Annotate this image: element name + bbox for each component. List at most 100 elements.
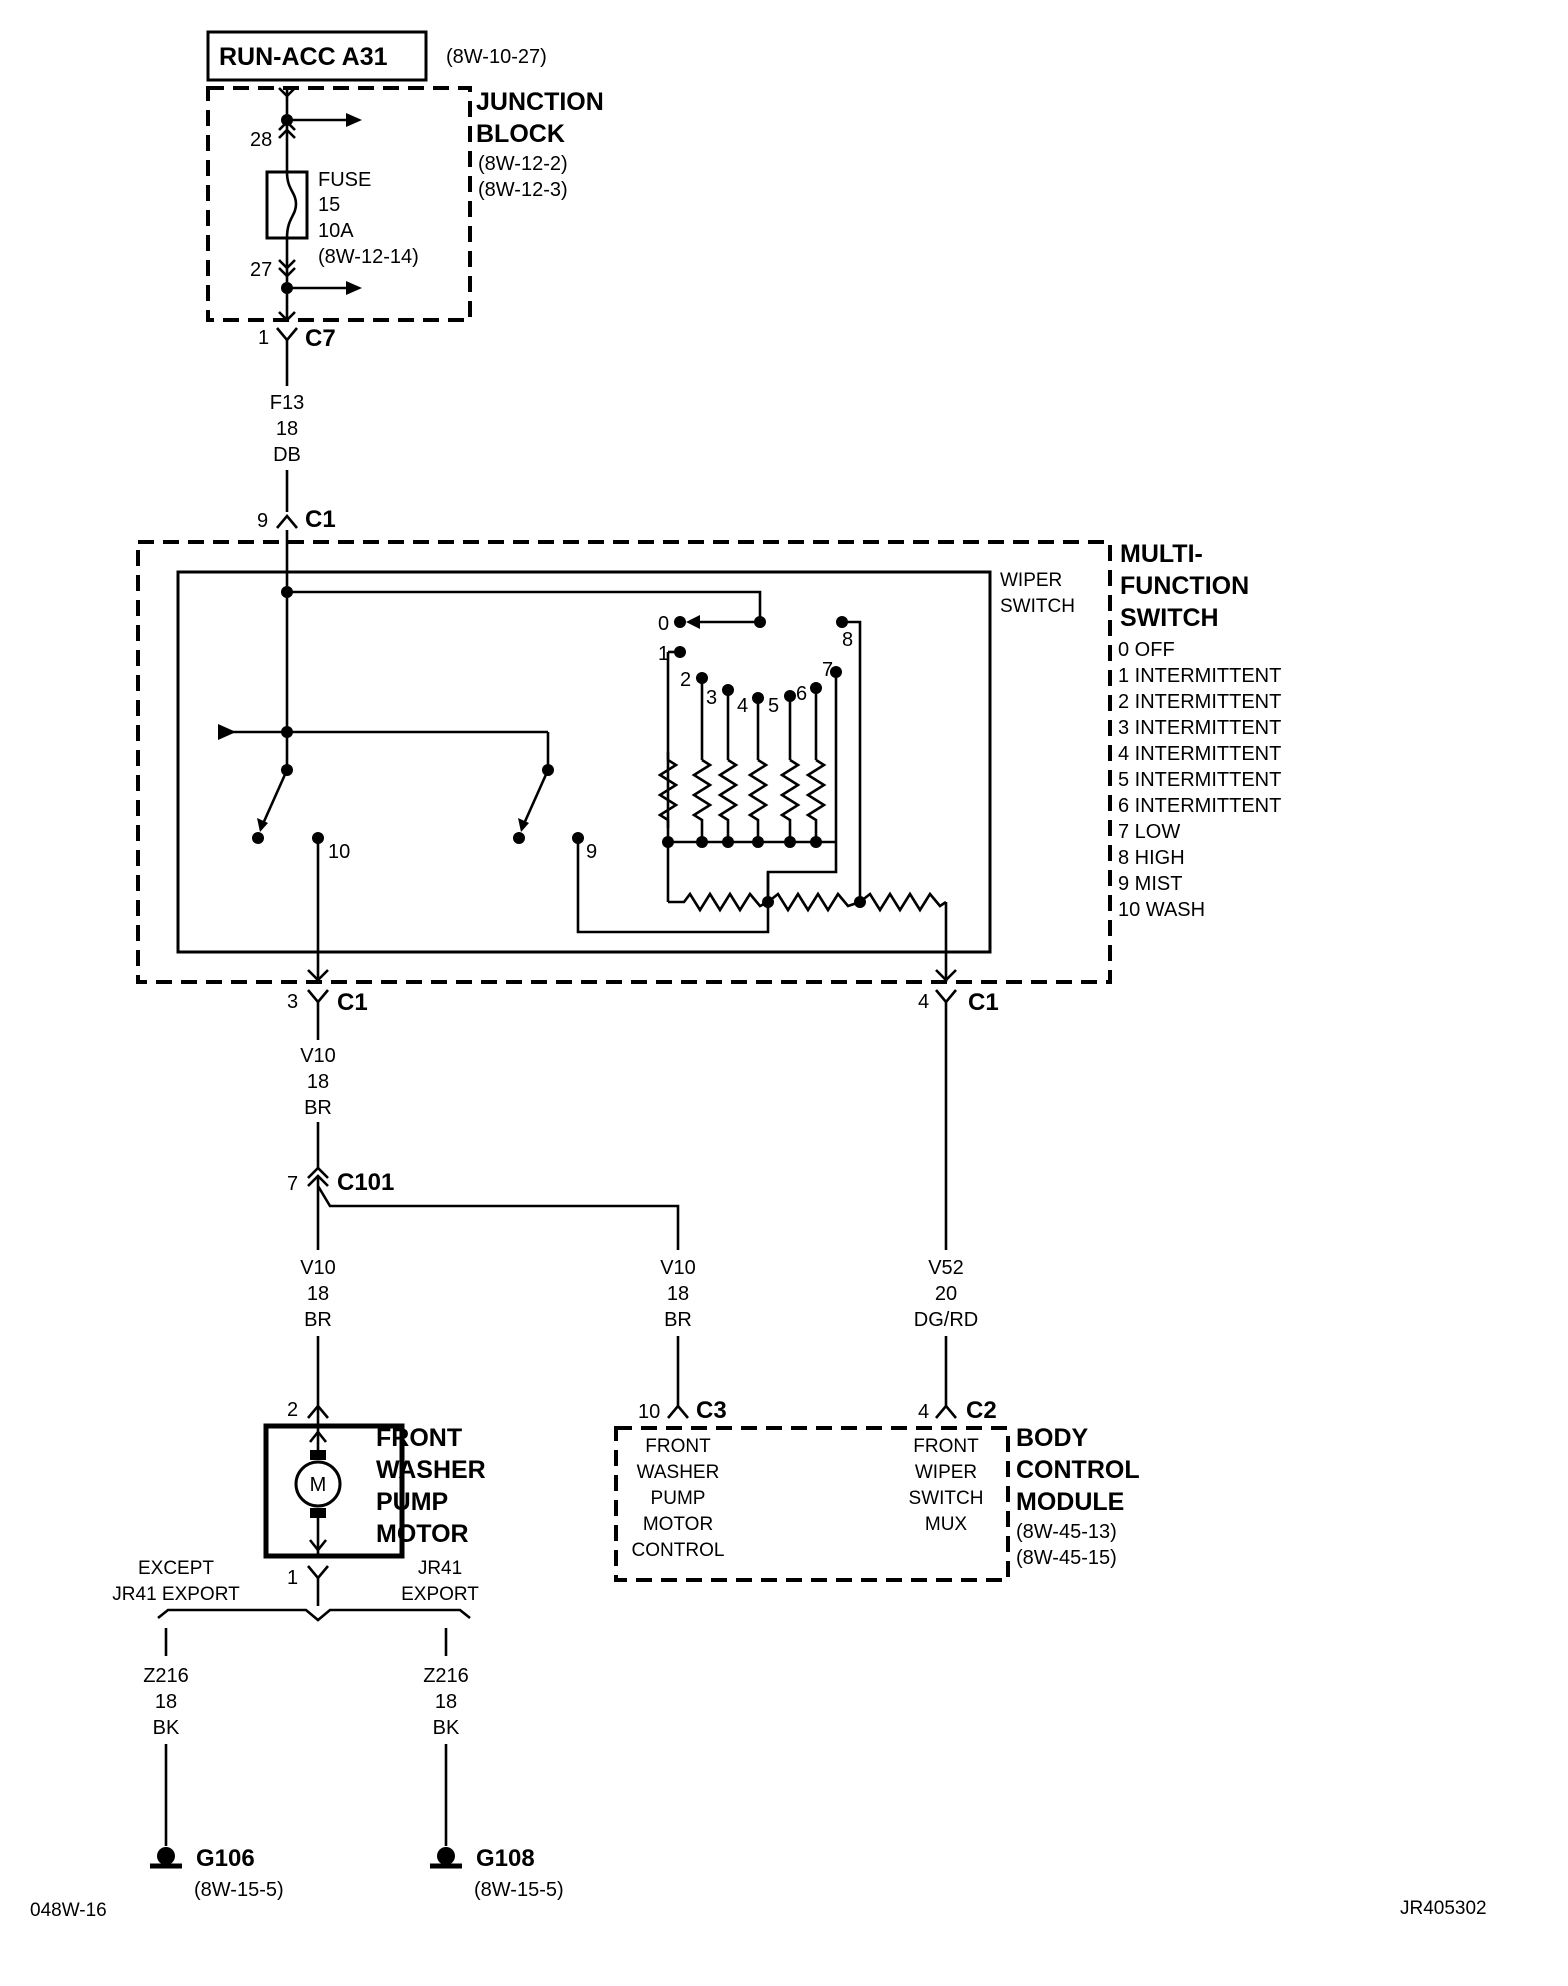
resistor-bus-node-4 bbox=[752, 836, 764, 848]
connector-c1-out-right: 4 C1 bbox=[918, 989, 999, 1016]
bcm-input-wiper: FRONT WIPER SWITCH MUX bbox=[909, 1436, 984, 1535]
resistor-3 bbox=[717, 758, 739, 842]
bcm-c3-symbol bbox=[667, 1403, 689, 1419]
motor-pin-2: 2 bbox=[287, 1399, 298, 1421]
junction-block: JUNCTION BLOCK (8W-12-2) (8W-12-3) 28 FU… bbox=[206, 86, 604, 322]
motor-box bbox=[263, 1423, 405, 1559]
position-8: 8 HIGH bbox=[1118, 847, 1185, 869]
wire-z216-left-circuit: Z216 bbox=[143, 1665, 189, 1687]
c7-symbol bbox=[276, 327, 298, 343]
c101-name: C101 bbox=[337, 1169, 394, 1196]
contact-8-label: 8 bbox=[842, 629, 853, 651]
contact-4-label: 4 bbox=[737, 695, 748, 717]
motor-title-4: MOTOR bbox=[376, 1520, 469, 1548]
contact-7-label: 7 bbox=[822, 659, 833, 681]
fuse-source: RUN-ACC A31 (8W-10-27) bbox=[206, 30, 547, 82]
contact-3-label: 3 bbox=[706, 687, 717, 709]
ladder-resistor-a bbox=[668, 891, 769, 913]
motor-lead-bottom-arrow bbox=[308, 1539, 328, 1553]
g108-name: G108 bbox=[476, 1845, 535, 1872]
wire-v10-c-label: V10 18 BR bbox=[660, 1257, 696, 1331]
wire-z216-right-gauge: 18 bbox=[435, 1691, 457, 1713]
wash-switch-blade-tip bbox=[257, 818, 268, 832]
mfs-title-3: SWITCH bbox=[1120, 604, 1219, 632]
wire-v10-c-circuit: V10 bbox=[660, 1257, 696, 1279]
junction-block-title-1: JUNCTION bbox=[476, 88, 604, 116]
connector-c101: 7 C101 bbox=[287, 1166, 394, 1196]
ladder-output-arrow bbox=[935, 969, 957, 982]
fuse-source-label: RUN-ACC A31 bbox=[219, 43, 388, 71]
wash-switch-open-contact bbox=[252, 832, 264, 844]
contact-5-label: 5 bbox=[768, 695, 779, 717]
c7-name: C7 bbox=[305, 325, 336, 352]
bcm-input-washer-4: MOTOR bbox=[643, 1514, 713, 1535]
position-7: 7 LOW bbox=[1118, 821, 1180, 843]
junction-block-title-2: BLOCK bbox=[476, 120, 565, 148]
junction-block-ref-1: (8W-12-2) bbox=[478, 153, 568, 175]
ladder-resistor-c bbox=[859, 891, 947, 913]
wire-v52-color: DG/RD bbox=[914, 1309, 978, 1331]
resistor-bus-node-5 bbox=[784, 836, 796, 848]
mfs-title-1: MULTI- bbox=[1120, 540, 1203, 568]
wash-switch-blade bbox=[260, 769, 289, 827]
wire-v10-a-color: BR bbox=[304, 1097, 332, 1119]
motor-pin-1-symbol bbox=[307, 1565, 329, 1581]
bcm-outline bbox=[614, 1426, 1010, 1582]
resistor-6 bbox=[805, 758, 827, 842]
resistor-2 bbox=[691, 758, 713, 842]
wire-v10-b-gauge: 18 bbox=[307, 1283, 329, 1305]
switch-positions-list: 0 OFF 1 INTERMITTENT 2 INTERMITTENT 3 IN… bbox=[1118, 639, 1281, 921]
fuse-label-1: FUSE bbox=[318, 169, 371, 191]
position-10: 10 WASH bbox=[1118, 899, 1205, 921]
fuse-element bbox=[285, 171, 298, 239]
fuse-source-box bbox=[206, 30, 428, 82]
wire-v10-b-color: BR bbox=[304, 1309, 332, 1331]
motor-title-1: FRONT bbox=[376, 1424, 462, 1452]
resistor-5 bbox=[779, 758, 801, 842]
fuse-label-3: 10A bbox=[318, 220, 354, 242]
wire-f13-label: F13 18 DB bbox=[270, 392, 304, 466]
bcm-c2-name: C2 bbox=[966, 1397, 997, 1424]
bcm-c3-pin: 10 bbox=[638, 1401, 660, 1423]
bcm-title-3: MODULE bbox=[1016, 1488, 1124, 1516]
g106-ref: (8W-15-5) bbox=[194, 1879, 284, 1901]
wash-contact-10-label: 10 bbox=[328, 841, 350, 863]
wash-output-arrow bbox=[307, 969, 329, 982]
bcm-ref-2: (8W-45-15) bbox=[1016, 1547, 1117, 1569]
wiper-switch-label-2: SWITCH bbox=[1000, 596, 1075, 617]
branch-left-2: JR41 EXPORT bbox=[112, 1584, 240, 1605]
bcm-title-2: CONTROL bbox=[1016, 1456, 1140, 1484]
wire-v52-circuit: V52 bbox=[928, 1257, 964, 1279]
junction-output-arrow bbox=[278, 311, 296, 322]
ladder-resistor-b bbox=[767, 891, 861, 913]
position-5: 5 INTERMITTENT bbox=[1118, 769, 1281, 791]
wire-z216-right-circuit: Z216 bbox=[423, 1665, 469, 1687]
c1-out-left-symbol bbox=[307, 989, 329, 1005]
bcm-c2-pin: 4 bbox=[918, 1401, 929, 1423]
contact-8-lead bbox=[842, 620, 862, 902]
mist-switch-blade-tip bbox=[518, 818, 529, 832]
c1-in-symbol bbox=[276, 513, 298, 529]
pin-27-label: 27 bbox=[250, 259, 272, 281]
position-9: 9 MIST bbox=[1118, 873, 1182, 895]
wire-z216-left-gauge: 18 bbox=[155, 1691, 177, 1713]
bcm-input-washer-5: CONTROL bbox=[632, 1540, 725, 1561]
contact-0 bbox=[674, 616, 686, 628]
ground-split-line bbox=[157, 1608, 471, 1622]
c1-out-left-name: C1 bbox=[337, 989, 368, 1016]
junction-block-ref-2: (8W-12-3) bbox=[478, 179, 568, 201]
c1-in-name: C1 bbox=[305, 506, 336, 533]
junction-branch-bottom-arrow bbox=[346, 281, 362, 295]
c101-symbol-a bbox=[307, 1166, 329, 1179]
switch-feed-to-wiper bbox=[287, 590, 762, 622]
washer-motor: 2 M FRONT WASHER PUMP MOTOR 1 bbox=[263, 1399, 486, 1589]
mist-contact-9-label: 9 bbox=[586, 841, 597, 863]
mfs-title-2: FUNCTION bbox=[1120, 572, 1249, 600]
footer-page-code: 048W-16 bbox=[30, 1900, 107, 1921]
contact-1-label: 1 bbox=[658, 643, 669, 665]
c101-branch-wire bbox=[316, 1185, 680, 1250]
wire-v10-c-color: BR bbox=[664, 1309, 692, 1331]
junction-block-outline bbox=[206, 86, 472, 322]
bcm-c2-symbol bbox=[935, 1403, 957, 1419]
